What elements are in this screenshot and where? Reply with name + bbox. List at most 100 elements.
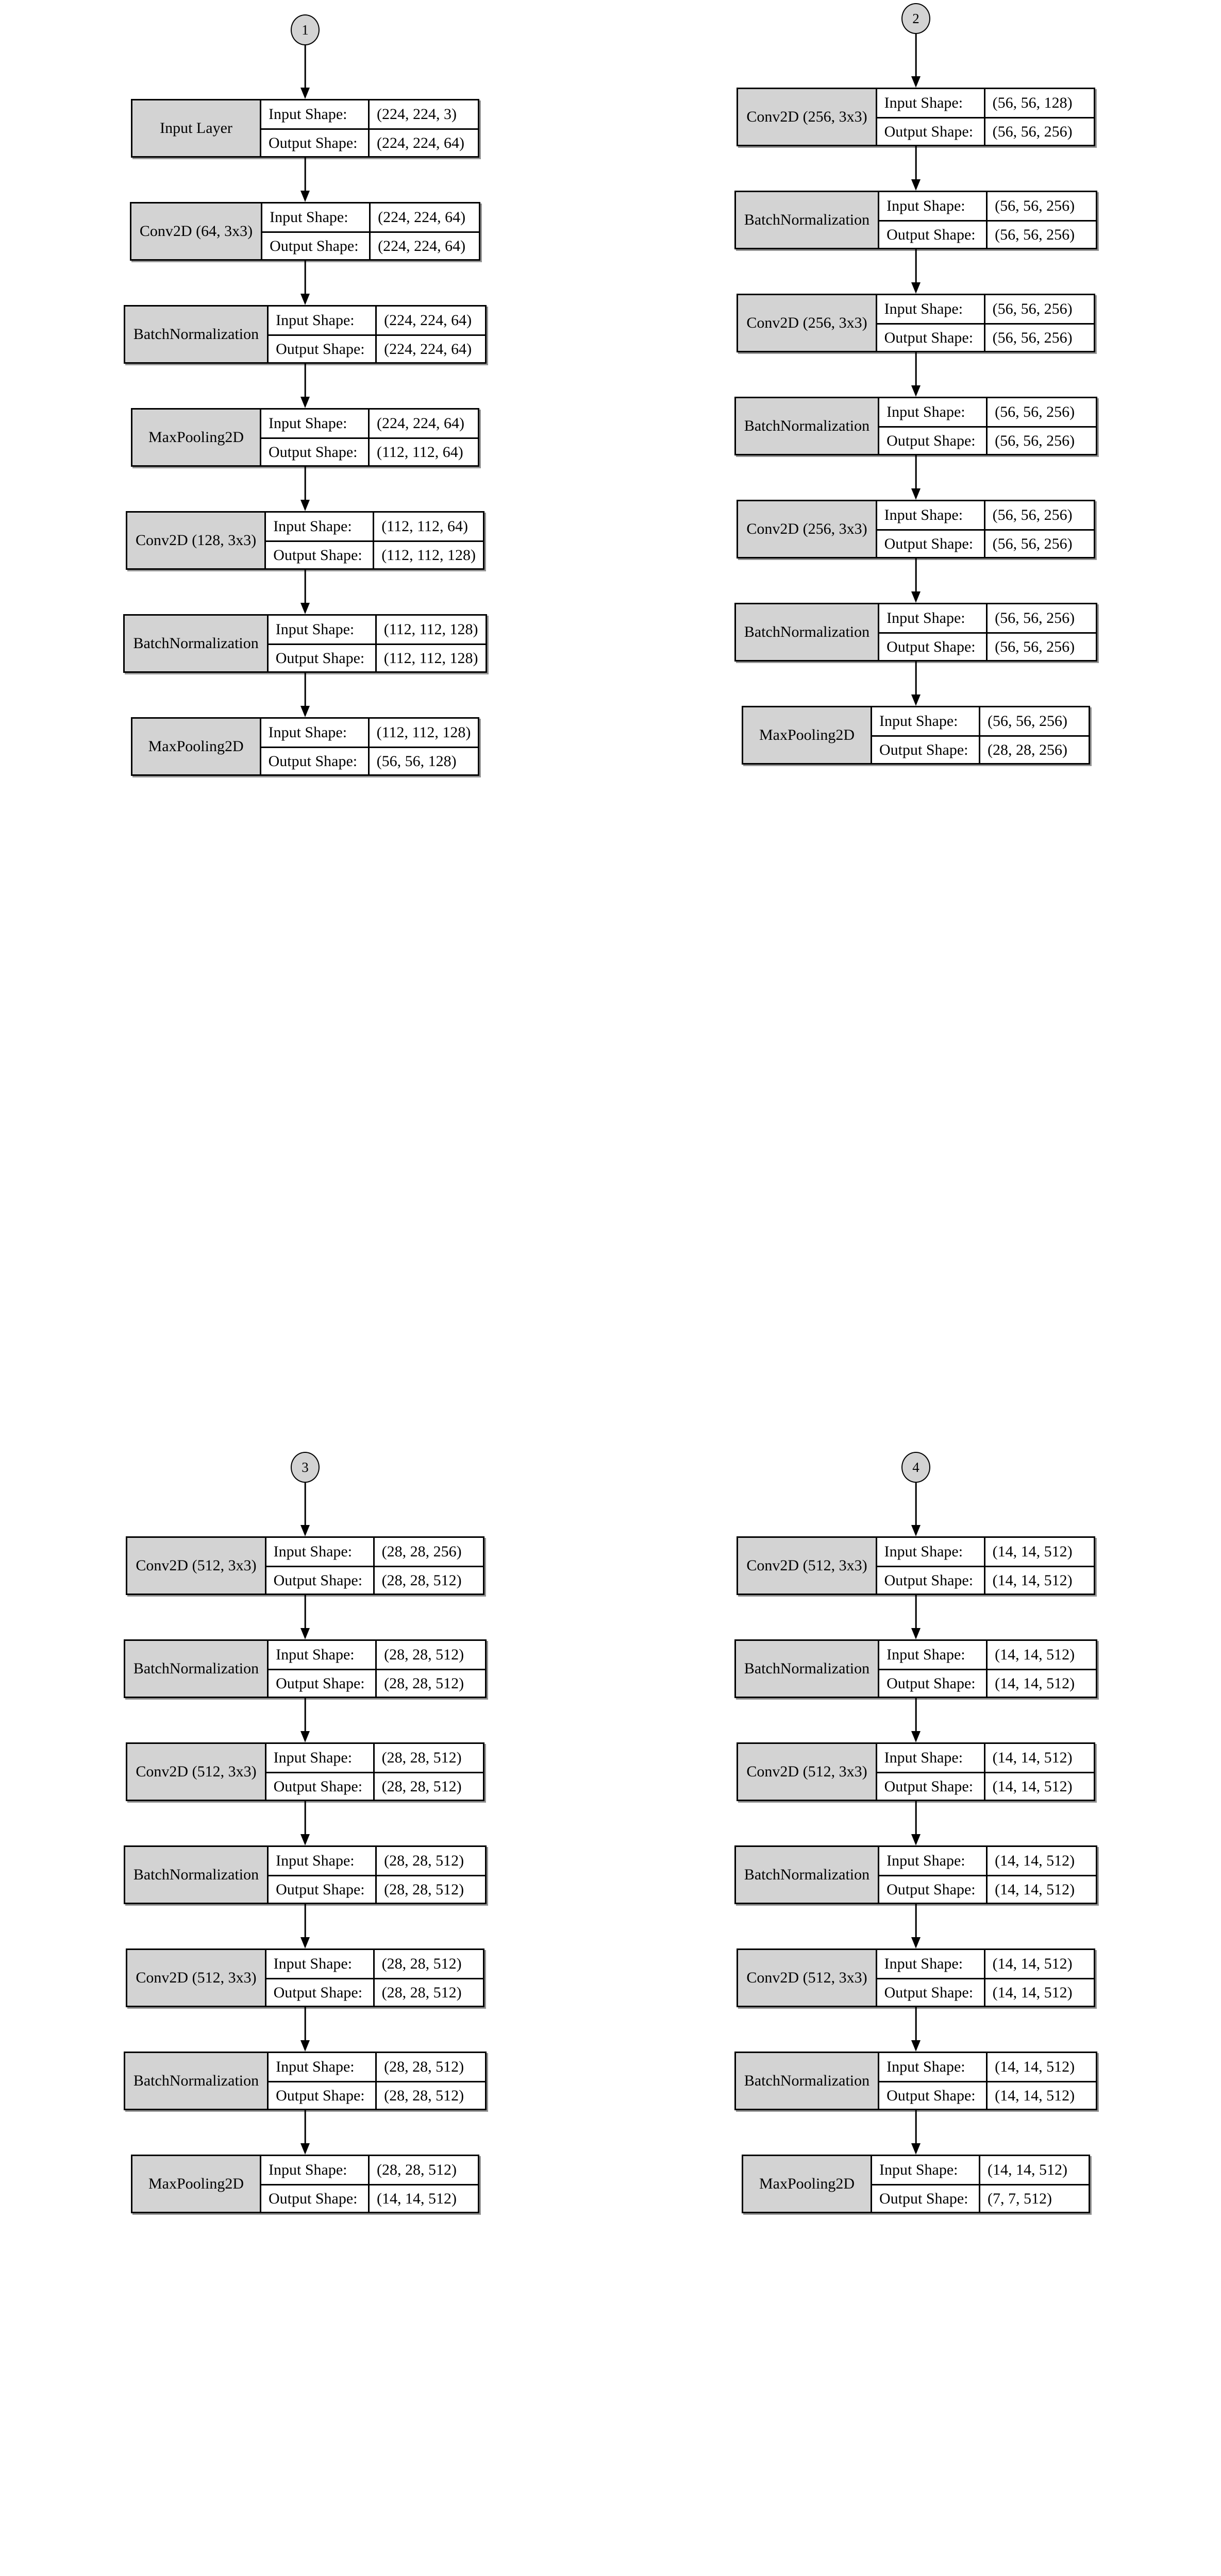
input-shape-row: Input Shape:(14, 14, 512) [877, 1538, 1094, 1566]
layer-shape-table: Input Shape:(56, 56, 256)Output Shape:(5… [879, 398, 1096, 454]
start-marker-3[interactable]: 3 [291, 1452, 320, 1483]
layer-shape-table: Input Shape:(224, 224, 64)Output Shape:(… [269, 307, 486, 362]
arrow-head-icon [911, 591, 921, 603]
layer-name: Conv2D (128, 3x3) [127, 513, 266, 568]
layer-shape-table: Input Shape:(56, 56, 256)Output Shape:(2… [872, 707, 1089, 763]
flow-arrow-c4-4 [911, 1904, 921, 1948]
output-shape-value: (14, 14, 512) [995, 1880, 1075, 1898]
arrow-shaft [304, 2110, 306, 2144]
output-shape-row: Output Shape:(7, 7, 512) [872, 2184, 1089, 2212]
output-shape-label: Output Shape: [261, 130, 370, 156]
layer-shape-table: Input Shape:(28, 28, 512)Output Shape:(2… [266, 1950, 483, 2006]
input-shape-label: Input Shape: [872, 2156, 980, 2184]
flow-arrow-c2-5 [911, 558, 921, 603]
output-shape-label: Output Shape: [266, 1979, 375, 2006]
input-shape-row: Input Shape:(28, 28, 512) [269, 1641, 485, 1669]
layer-shape-table: Input Shape:(14, 14, 512)Output Shape:(1… [877, 1538, 1094, 1594]
layer-node[interactable]: Conv2D (512, 3x3)Input Shape:(28, 28, 51… [126, 1742, 484, 1801]
input-shape-row: Input Shape:(224, 224, 64) [261, 410, 478, 437]
layer-shape-table: Input Shape:(14, 14, 512)Output Shape:(1… [877, 1744, 1094, 1800]
output-shape-label: Output Shape: [262, 233, 371, 259]
output-shape-label: Output Shape: [877, 325, 985, 351]
input-shape-value: (224, 224, 64) [378, 209, 466, 226]
layer-node[interactable]: Conv2D (512, 3x3)Input Shape:(14, 14, 51… [737, 1536, 1095, 1595]
layer-node[interactable]: Conv2D (256, 3x3)Input Shape:(56, 56, 25… [737, 294, 1095, 352]
start-marker-1[interactable]: 1 [291, 14, 320, 45]
output-shape-label: Output Shape: [872, 737, 980, 763]
output-shape-value: (56, 56, 256) [995, 638, 1075, 655]
arrow-shaft [915, 1904, 917, 1938]
input-shape-value: (14, 14, 512) [995, 1852, 1075, 1869]
layer-node[interactable]: Conv2D (64, 3x3)Input Shape:(224, 224, 6… [129, 202, 481, 261]
output-shape-row: Output Shape:(28, 28, 512) [269, 1875, 486, 1903]
output-shape-value: (14, 14, 512) [377, 2190, 457, 2207]
layer-node[interactable]: Conv2D (256, 3x3)Input Shape:(56, 56, 12… [737, 88, 1095, 146]
output-shape-row: Output Shape:(56, 56, 256) [877, 529, 1094, 557]
output-shape-label: Output Shape: [266, 1773, 375, 1800]
input-shape-label: Input Shape: [877, 1950, 985, 1978]
layer-node[interactable]: Conv2D (512, 3x3)Input Shape:(28, 28, 51… [126, 1948, 484, 2007]
input-shape-label: Input Shape: [266, 513, 375, 540]
arrow-shaft [304, 570, 306, 604]
layer-name: MaxPooling2D [743, 707, 872, 763]
start-marker-4[interactable]: 4 [901, 1452, 930, 1483]
layer-name: Conv2D (512, 3x3) [127, 1744, 266, 1800]
start-marker-2[interactable]: 2 [901, 3, 930, 34]
layer-node[interactable]: Conv2D (512, 3x3)Input Shape:(14, 14, 51… [737, 1948, 1095, 2007]
arrow-head-icon [300, 1731, 310, 1742]
layer-node[interactable]: Conv2D (512, 3x3)Input Shape:(14, 14, 51… [737, 1742, 1095, 1801]
flow-arrow-c3-2 [300, 1698, 310, 1742]
output-shape-value: (224, 224, 64) [377, 134, 464, 151]
input-shape-value: (28, 28, 512) [381, 1955, 462, 1972]
input-shape-value: (28, 28, 512) [384, 2058, 464, 2075]
flow-arrow-c3-4 [300, 1904, 310, 1948]
input-shape-value: (14, 14, 512) [992, 1955, 1073, 1972]
input-shape-label: Input Shape: [261, 719, 370, 747]
output-shape-value: (112, 112, 128) [383, 649, 478, 667]
output-shape-row: Output Shape:(112, 112, 128) [266, 540, 483, 568]
layer-node[interactable]: Conv2D (128, 3x3)Input Shape:(112, 112, … [126, 511, 484, 570]
input-shape-value: (112, 112, 128) [376, 724, 471, 741]
arrow-head-icon [911, 179, 921, 191]
input-shape-label: Input Shape: [879, 192, 988, 220]
arrow-shaft [915, 1698, 917, 1732]
output-shape-label: Output Shape: [269, 336, 377, 362]
input-shape-row: Input Shape:(14, 14, 512) [879, 1641, 1096, 1669]
output-shape-value: (14, 14, 512) [995, 2087, 1075, 2104]
layer-shape-table: Input Shape:(28, 28, 256)Output Shape:(2… [266, 1538, 483, 1594]
flow-arrow-c4-3 [911, 1801, 921, 1845]
layer-node[interactable]: Conv2D (256, 3x3)Input Shape:(56, 56, 25… [737, 500, 1095, 558]
arrow-shaft [915, 1801, 917, 1835]
output-shape-row: Output Shape:(56, 56, 128) [261, 747, 478, 774]
arrow-shaft [304, 1595, 306, 1629]
flow-arrow-c4-6 [911, 2110, 921, 2155]
arrow-head-icon [300, 1628, 310, 1639]
layer-name: MaxPooling2D [132, 2156, 261, 2212]
input-shape-value: (14, 14, 512) [995, 2058, 1075, 2075]
input-shape-value: (28, 28, 512) [377, 2161, 457, 2178]
input-shape-value: (56, 56, 256) [992, 506, 1073, 523]
output-shape-label: Output Shape: [266, 1567, 375, 1594]
arrow-head-icon [911, 2040, 921, 2052]
layer-name: Conv2D (256, 3x3) [738, 89, 877, 145]
output-shape-value: (112, 112, 64) [377, 443, 463, 461]
input-shape-value: (14, 14, 512) [995, 1646, 1075, 1663]
layer-node[interactable]: Conv2D (512, 3x3)Input Shape:(28, 28, 25… [126, 1536, 484, 1595]
